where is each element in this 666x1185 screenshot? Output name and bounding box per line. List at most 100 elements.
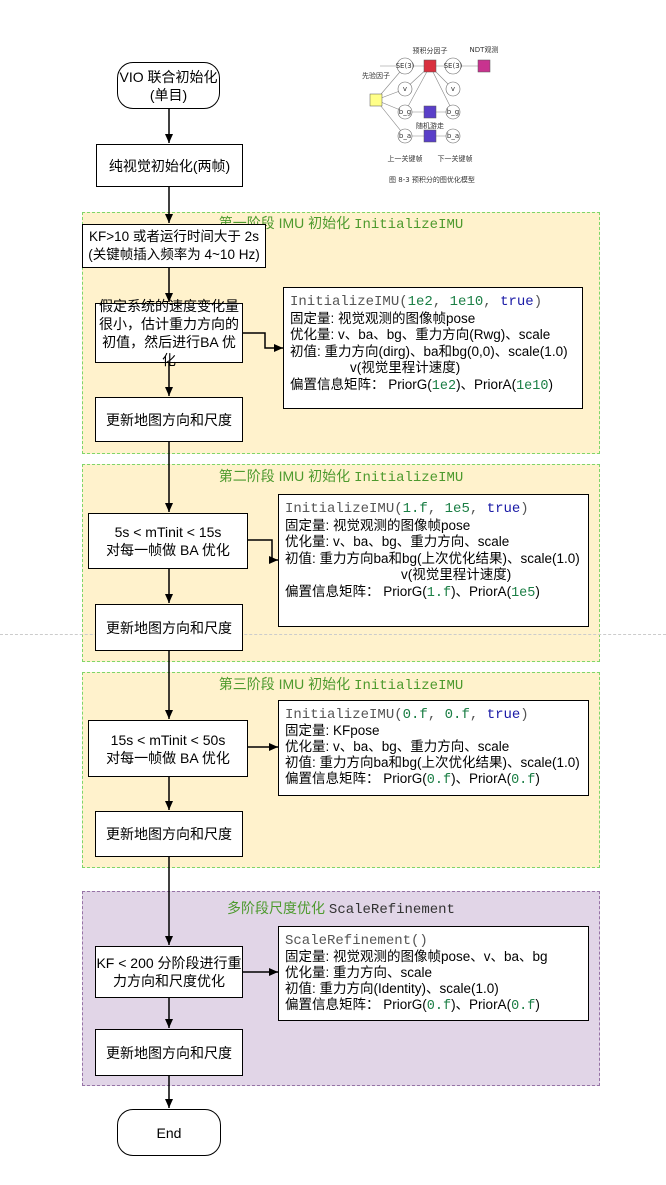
figure-label-random-walk: 随机游走 xyxy=(416,121,444,130)
stage3-update-label: 更新地图方向和尺度 xyxy=(106,826,232,842)
stage4-condition-line2: 力方向和尺度优化 xyxy=(113,973,225,989)
stage3-note-fixed: 固定量: KFpose xyxy=(285,723,380,738)
page-separator xyxy=(0,634,666,635)
figure-label-next-kf: 下一关键帧 xyxy=(438,154,473,163)
pure-visual-init-box: 纯视觉初始化(两帧) xyxy=(96,144,243,187)
figure-node-bg-left xyxy=(397,104,413,120)
stage4-update-box: 更新地图方向和尺度 xyxy=(95,1029,243,1076)
stage3-title-text: 第三阶段 IMU 初始化 xyxy=(218,676,355,692)
stage4-title-text: 多阶段尺度优化 xyxy=(227,900,329,916)
arrow-assume-to-note1 xyxy=(243,332,283,352)
stage2-note-fixed: 固定量: 视觉观测的图像帧pose xyxy=(285,517,471,533)
stage3-condition-box: 15s < mTinit < 50s 对每一帧做 BA 优化 xyxy=(88,720,248,777)
figure-caption: 图 8-3 预积分的图优化模型 xyxy=(389,175,475,184)
stage2-condition-line2: 对每一帧做 BA 优化 xyxy=(106,542,230,558)
stage4-title: 多阶段尺度优化 ScaleRefinement xyxy=(82,898,600,918)
stage2-note-initial: 初值: 重力方向ba和bg(上次优化结果)、scale(1.0) xyxy=(285,550,580,566)
figure-label-prior: 先验因子 xyxy=(362,71,390,80)
stage4-condition-line1: KF < 200 分阶段进行重 xyxy=(96,955,242,971)
stage3-note-optimized: 优化量: v、ba、bg、重力方向、scale xyxy=(285,739,510,754)
pure-visual-init-label: 纯视觉初始化(两帧) xyxy=(108,157,231,174)
figure-label-prev-kf: 上一关键帧 xyxy=(388,154,423,163)
stage2-condition-line1: 5s < mTinit < 15s xyxy=(114,524,222,540)
stage2-update-box: 更新地图方向和尺度 xyxy=(95,604,243,651)
start-node: VIO 联合初始化 (单目) xyxy=(117,62,220,109)
stage1-title-code: InitializeIMU xyxy=(354,217,464,233)
figure-node-bg-right xyxy=(445,104,461,120)
stage3-note-initial: 初值: 重力方向ba和bg(上次优化结果)、scale(1.0) xyxy=(285,755,580,770)
stage2-note-call: InitializeIMU(1.f, 1e5, true) xyxy=(285,501,529,517)
stage1-update-label: 更新地图方向和尺度 xyxy=(106,411,232,428)
figure-node-se3-left xyxy=(396,57,414,75)
stage2-title-text: 第二阶段 IMU 初始化 xyxy=(218,468,355,484)
stage2-note: InitializeIMU(1.f, 1e5, true) 固定量: 视觉观测的… xyxy=(278,494,589,627)
figure-v-left-text: v xyxy=(403,85,407,93)
stage1-note-initial: 初值: 重力方向(dirg)、ba和bg(0,0)、scale(1.0) xyxy=(290,343,568,359)
figure-label-ndt: NDT观测 xyxy=(470,46,499,54)
stage4-note: ScaleRefinement() 固定量: 视觉观测的图像帧pose、v、ba… xyxy=(278,926,589,1021)
stage2-note-prior: 偏置信息矩阵： PriorG(1.f)、PriorA(1e5) xyxy=(285,583,540,601)
figure-node-v-left xyxy=(397,81,413,97)
end-label: End xyxy=(156,1124,182,1141)
stage1-assume-box: 假定系统的速度变化量 很小，估计重力方向的 初值，然后进行BA 优化 xyxy=(95,298,243,368)
stage3-note: InitializeIMU(0.f, 0.f, true) 固定量: KFpos… xyxy=(278,700,589,796)
figure-node-se3-right xyxy=(444,57,462,75)
stage4-title-code: ScaleRefinement xyxy=(328,902,455,918)
figure-v-right-text: v xyxy=(451,85,455,93)
figure-label-preint: 预积分因子 xyxy=(413,46,448,55)
figure-random-walk-factor-bg xyxy=(423,105,437,119)
figure-ba-right-text: b_a xyxy=(447,132,459,140)
stage1-condition-line1: KF>10 或者运行时间大于 2s xyxy=(89,229,259,244)
stage1-note-optimized: 优化量: v、ba、bg、重力方向(Rwg)、scale xyxy=(290,327,551,342)
stage3-note-prior: 偏置信息矩阵： PriorG(0.f)、PriorA(0.f) xyxy=(285,771,540,788)
stage1-condition-box: KF>10 或者运行时间大于 2s (关键帧插入频率为 4~10 Hz) xyxy=(82,224,266,268)
figure-ndt-factor xyxy=(477,59,491,73)
arrow-cond2-to-note2 xyxy=(248,539,278,564)
stage4-note-prior: 偏置信息矩阵： PriorG(0.f)、PriorA(0.f) xyxy=(285,997,540,1014)
factor-graph-figure: SE(3) SE(3) v v b_g b_g b_a b_a 预积分因子 ND… xyxy=(362,46,499,184)
stage4-note-call: ScaleRefinement() xyxy=(285,933,428,949)
stage1-note-initial2: v(视觉里程计速度) xyxy=(350,360,461,375)
stage4-note-initial: 初值: 重力方向(Identity)、scale(1.0) xyxy=(285,981,499,996)
start-line2: (单目) xyxy=(149,86,188,103)
stage3-condition-line2: 对每一帧做 BA 优化 xyxy=(106,749,230,766)
figure-random-walk-factor-ba xyxy=(423,129,437,143)
stage1-assume-line1: 假定系统的速度变化量 xyxy=(99,298,239,314)
stage4-note-optimized: 优化量: 重力方向、scale xyxy=(285,965,433,980)
figure-node-v-right xyxy=(445,81,461,97)
stage1-note: InitializeIMU(1e2, 1e10, true) 固定量: 视觉观测… xyxy=(283,287,583,409)
stage4-condition-box: KF < 200 分阶段进行重 力方向和尺度优化 xyxy=(95,946,243,998)
stage1-update-box: 更新地图方向和尺度 xyxy=(95,397,243,442)
figure-node-ba-left xyxy=(397,128,413,144)
figure-bg-right-text: b_g xyxy=(447,108,459,116)
stage3-title-code: InitializeIMU xyxy=(354,678,464,694)
stage1-condition-line2: (关键帧插入频率为 4~10 Hz) xyxy=(88,247,260,262)
stage3-note-call: InitializeIMU(0.f, 0.f, true) xyxy=(285,707,529,723)
figure-bg-left-text: b_g xyxy=(399,108,411,116)
stage1-assume-line2: 很小，估计重力方向的 xyxy=(99,316,239,332)
stage1-assume-line3: 初值，然后进行BA 优化 xyxy=(102,334,236,368)
stage3-condition-line1: 15s < mTinit < 50s xyxy=(110,731,226,748)
stage1-note-prior: 偏置信息矩阵： PriorG(1e2)、PriorA(1e10) xyxy=(290,376,553,394)
figure-node-ba-right xyxy=(445,128,461,144)
stage4-update-label: 更新地图方向和尺度 xyxy=(106,1044,232,1061)
stage2-title-code: InitializeIMU xyxy=(354,470,464,486)
figure-prior-factor xyxy=(369,93,383,107)
stage2-title: 第二阶段 IMU 初始化 InitializeIMU xyxy=(82,466,600,486)
stage3-update-box: 更新地图方向和尺度 xyxy=(95,811,243,857)
stage4-note-fixed: 固定量: 视觉观测的图像帧pose、v、ba、bg xyxy=(285,949,548,964)
stage2-condition-box: 5s < mTinit < 15s 对每一帧做 BA 优化 xyxy=(88,513,248,569)
stage1-note-fixed: 固定量: 视觉观测的图像帧pose xyxy=(290,310,476,326)
stage2-update-label: 更新地图方向和尺度 xyxy=(106,619,232,636)
stage1-note-call: InitializeIMU(1e2, 1e10, true) xyxy=(290,294,543,310)
figure-ba-left-text: b_a xyxy=(399,132,411,140)
stage2-note-optimized: 优化量: v、ba、bg、重力方向、scale xyxy=(285,534,510,549)
figure-se3-right-text: SE(3) xyxy=(444,62,463,70)
end-node: End xyxy=(117,1109,221,1156)
figure-preint-factor xyxy=(423,59,437,73)
start-line1: VIO 联合初始化 xyxy=(119,68,218,85)
stage3-title: 第三阶段 IMU 初始化 InitializeIMU xyxy=(82,674,600,694)
figure-se3-left-text: SE(3) xyxy=(396,62,415,70)
stage2-note-initial2: v(视觉里程计速度) xyxy=(401,567,512,582)
